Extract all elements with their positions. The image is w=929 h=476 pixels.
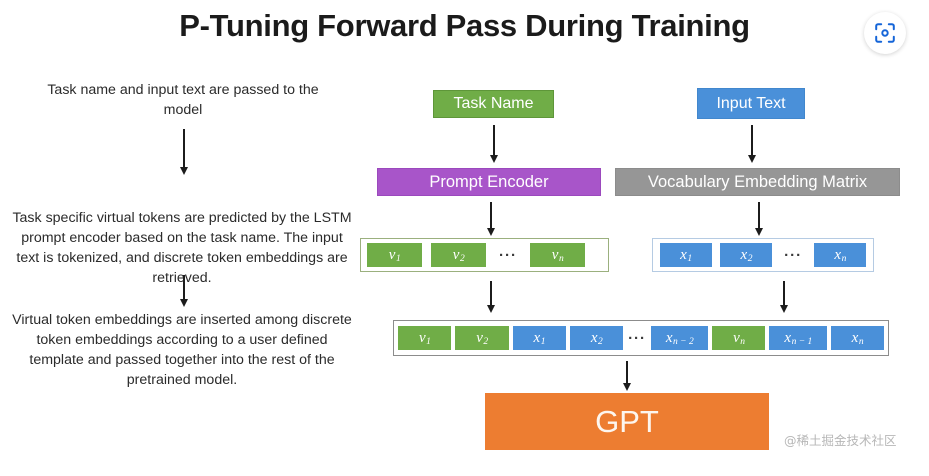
- arrow-merged-to-gpt: [619, 361, 635, 391]
- arrow-vocab-matrix-to-discrete-tokens: [751, 202, 767, 236]
- annotation-text-2: Task specific virtual tokens are predict…: [12, 210, 352, 287]
- annotation-text-1: Task name and input text are passed to t…: [47, 82, 319, 119]
- page-title: P-Tuning Forward Pass During Training: [179, 8, 750, 43]
- scan-lens-icon: [875, 23, 895, 43]
- node-vocabulary-embedding-matrix[interactable]: Vocabulary Embedding Matrix: [615, 168, 900, 196]
- arrow-prompt-encoder-to-virtual-tokens: [483, 202, 499, 236]
- token-ellipsis: ···: [499, 246, 517, 264]
- node-gpt[interactable]: GPT: [485, 393, 769, 450]
- annotation-arrow-1: [176, 129, 192, 175]
- annotation-arrow-2: [176, 275, 192, 307]
- scan-lens-icon-button[interactable]: [864, 12, 906, 54]
- token-ellipsis: ···: [784, 246, 803, 264]
- node-task-name[interactable]: Task Name: [433, 90, 554, 118]
- token-ellipsis: ···: [628, 329, 647, 347]
- annotation-text-3: Virtual token embeddings are inserted am…: [12, 312, 352, 389]
- arrow-input-text-to-vocab-matrix: [744, 125, 760, 163]
- arrow-task-name-to-prompt-encoder: [486, 125, 502, 163]
- arrow-discrete-tokens-to-merged: [776, 281, 792, 313]
- node-prompt-encoder[interactable]: Prompt Encoder: [377, 168, 601, 196]
- arrow-virtual-tokens-to-merged: [483, 281, 499, 313]
- node-input-text[interactable]: Input Text: [697, 88, 805, 119]
- watermark: @稀土掘金技术社区: [784, 433, 897, 448]
